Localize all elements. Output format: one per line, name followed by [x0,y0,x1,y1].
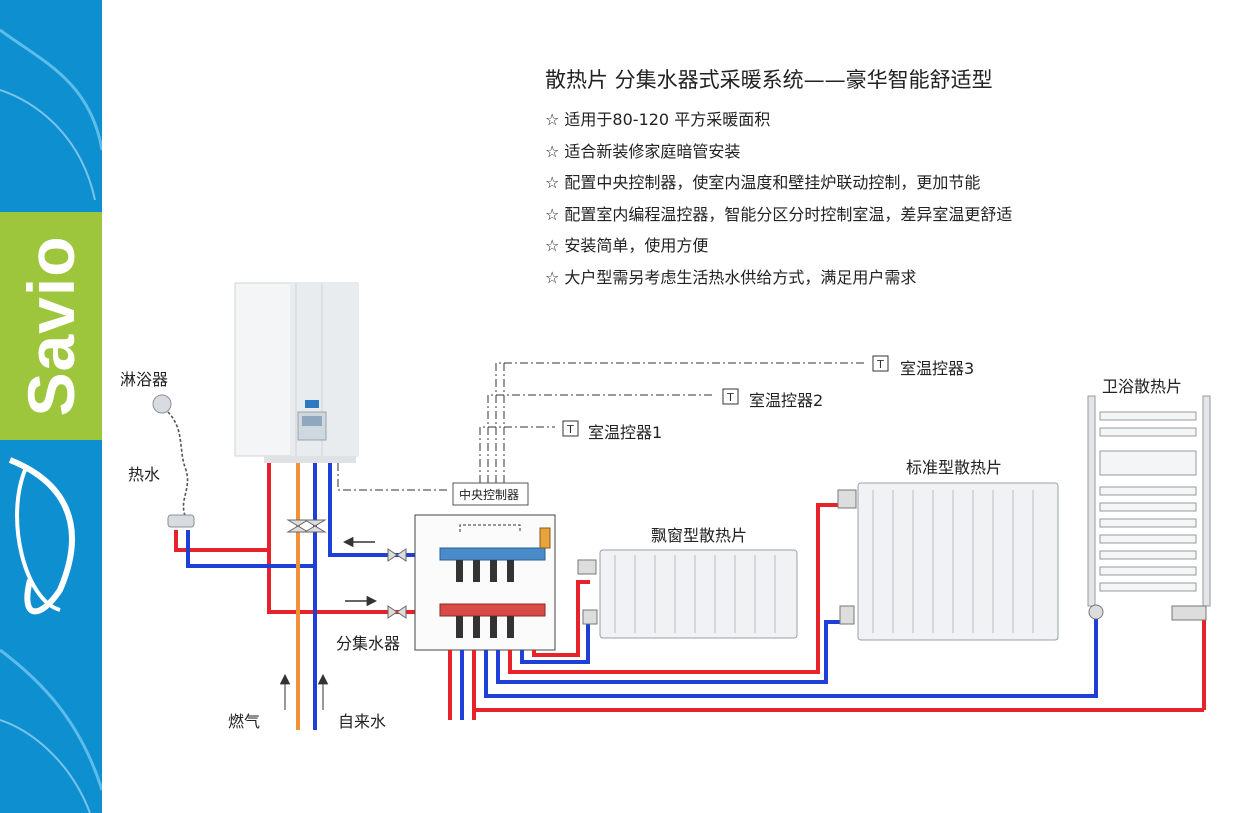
manifold-icon [414,514,556,651]
wall-boiler-icon [234,282,359,463]
feature-item: ☆ 适用于80-120 平方采暖面积 [545,110,771,129]
label-hot-water: 热水 [128,465,161,484]
label-standard-radiator: 标准型散热片 [906,458,1003,477]
label-manifold: 分集水器 [336,634,401,653]
feature-item: ☆ 配置室内编程温控器，智能分区分时控制室温，差异室温更舒适 [545,204,1013,224]
feature-item: ☆ 大户型需另考虑生活热水供给方式，满足用户需求 [545,267,917,287]
brand-sidebar: Savio [0,0,102,813]
label-bathroom-radiator: 卫浴散热片 [1102,377,1183,396]
label-gas: 燃气 [228,712,261,731]
svg-text:T: T [876,358,884,371]
standard-radiator-icon [837,482,1059,641]
feature-item: ☆ 安装简单，使用方便 [545,236,709,255]
label-shower: 淋浴器 [120,370,169,389]
wave-decoration-icon [0,28,102,813]
label-central-controller: 中央控制器 [459,488,520,502]
central-controller-box [452,482,529,506]
header: 散热片 分集水器式采暖系统——豪华智能舒适型 ☆ 适用于80-120 平方采暖面… [545,64,1012,293]
control-wiring [337,360,865,491]
label-thermostat-3: 室温控器3 [900,359,975,378]
shower-icon [152,394,195,528]
brand-band [0,212,102,440]
label-thermostat-1: 室温控器1 [588,423,663,442]
page-title: 散热片 分集水器式采暖系统——豪华智能舒适型 [545,68,993,92]
thermostat-3-icon [872,355,889,372]
svg-text:T: T [566,423,574,436]
feature-item: ☆ 适合新装修家庭暗管安装 [545,141,741,161]
svg-text:T: T [726,391,734,404]
label-bay-window-radiator: 飘窗型散热片 [651,526,748,545]
feature-item: ☆ 配置中央控制器，使室内温度和壁挂炉联动控制，更加节能 [545,173,981,192]
radiator-pipes [448,503,1206,720]
boiler-pipes [174,463,440,730]
thermostat-1-icon [562,420,579,437]
thermostat-2-icon [722,388,739,405]
bay-window-radiator-icon [577,549,798,639]
label-tap-water: 自来水 [338,712,387,731]
label-thermostat-2: 室温控器2 [749,391,824,410]
bathroom-radiator-icon [1087,395,1211,621]
